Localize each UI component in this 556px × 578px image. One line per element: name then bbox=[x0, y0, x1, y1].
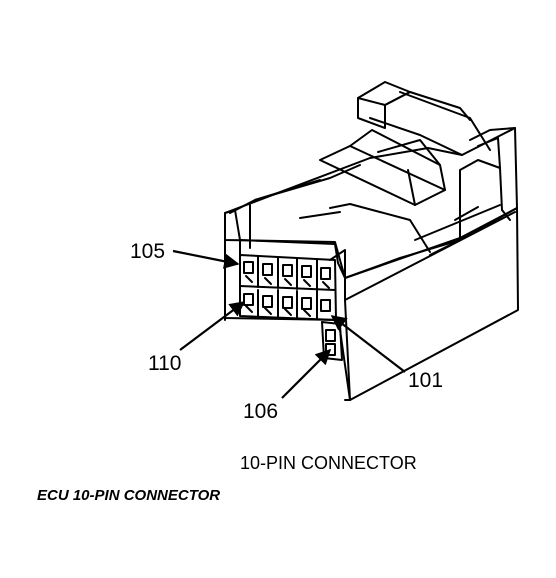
callout-105: 105 bbox=[130, 240, 165, 263]
leader-110 bbox=[179, 301, 246, 351]
callout-labels: 105 110 106 101 bbox=[130, 240, 443, 423]
callout-106: 106 bbox=[243, 400, 278, 423]
connector-body bbox=[224, 81, 519, 401]
diagram-caption: 10-PIN CONNECTOR bbox=[240, 453, 417, 473]
callout-110: 110 bbox=[148, 352, 181, 375]
leader-106 bbox=[281, 348, 332, 399]
leader-101 bbox=[330, 315, 406, 373]
leader-lines bbox=[172, 249, 406, 399]
callout-101: 101 bbox=[408, 369, 443, 392]
leader-105 bbox=[172, 249, 240, 269]
diagram-title: ECU 10-PIN CONNECTOR bbox=[37, 487, 220, 504]
